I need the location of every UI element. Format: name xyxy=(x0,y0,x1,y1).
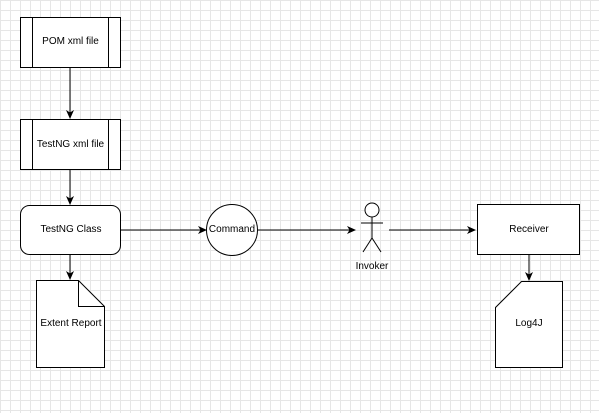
node-command-label: Command xyxy=(208,224,256,235)
node-invoker-label: Invoker xyxy=(355,261,389,272)
node-testng-class-shape xyxy=(20,205,121,255)
node-pom-label: POM xml file xyxy=(42,36,99,47)
node-testng-xml-label: TestNG xml file xyxy=(36,139,105,150)
node-testng-class-label: TestNG Class xyxy=(40,224,102,235)
node-extent-report-shape xyxy=(36,280,105,368)
node-receiver-label: Receiver xyxy=(509,224,549,235)
node-invoker-actor-icon xyxy=(361,202,383,253)
node-pom-shape xyxy=(20,17,121,68)
node-receiver-shape xyxy=(477,204,580,255)
node-testng-xml-shape xyxy=(20,119,121,170)
node-command-shape xyxy=(206,204,258,256)
node-log4j-shape xyxy=(495,281,563,368)
node-log4j-label: Log4J xyxy=(515,318,543,329)
node-extent-report-label: Extent Report xyxy=(40,318,102,329)
